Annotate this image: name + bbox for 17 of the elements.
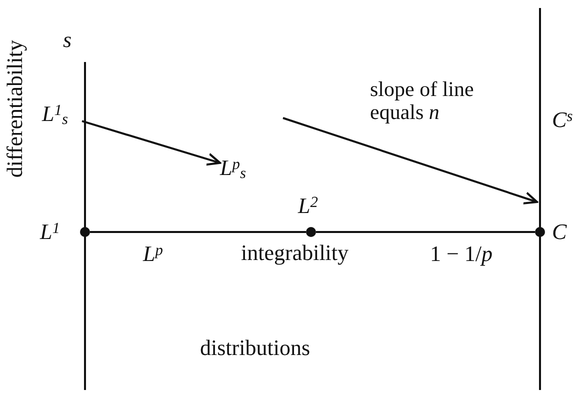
axis-label: integrability [241, 241, 349, 266]
arrow [82, 120, 222, 166]
axis-label: s [63, 28, 72, 52]
space-label: C$^{s}$ [552, 108, 573, 132]
axis-line [90, 231, 306, 233]
point-label: L$^{1}$ [40, 220, 60, 244]
point-dot [535, 227, 545, 237]
axis-label: differentiability [4, 40, 26, 178]
point-label: L$^{2}$ [298, 194, 318, 218]
point-label: C [552, 220, 567, 244]
region-label: distributions [200, 336, 310, 360]
axis-line [316, 231, 535, 233]
value-label: 1 − 1/p [430, 242, 493, 266]
point-dot [306, 227, 316, 237]
space-label: L$^{p}$ [143, 242, 163, 266]
point-dot [80, 227, 90, 237]
annotation-text: slope of line equals n [370, 78, 475, 124]
